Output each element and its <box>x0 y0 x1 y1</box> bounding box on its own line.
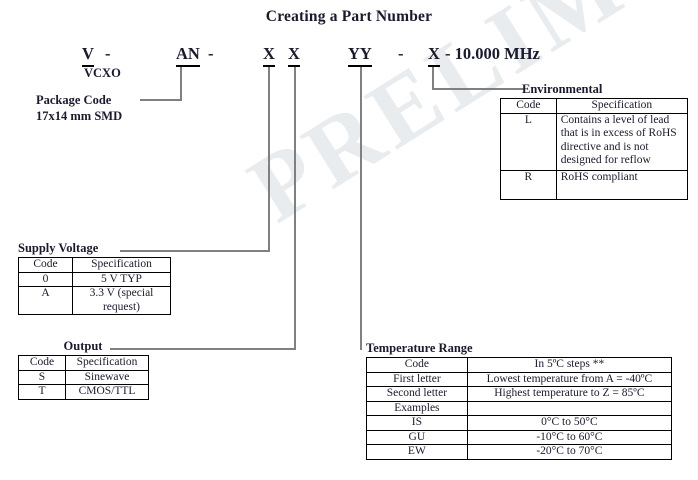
leader-supply-vertical <box>268 66 270 251</box>
temp-row3-spec: 0°C to 50°C <box>466 415 673 431</box>
package-code-label: Package Code <box>36 93 112 107</box>
pn-dash1: - <box>105 44 111 63</box>
table-row: IS 0°C to 50°C <box>366 415 673 431</box>
leader-supply-caption-rule <box>120 250 232 252</box>
temperature-range-caption: Temperature Range <box>366 341 473 355</box>
table-row: Examples <box>366 400 673 416</box>
sv-header-code: Code <box>18 257 73 273</box>
sv-header-spec: Specification <box>72 257 171 273</box>
supply-voltage-block: Supply Voltage Code Specification 0 5 V … <box>18 241 174 315</box>
vcxo-label: VCXO <box>84 66 121 80</box>
temp-row1-code: Second letter <box>366 386 468 402</box>
sv-row1-spec: 3.3 V (special request) <box>72 286 171 315</box>
leader-output-vertical <box>294 66 296 349</box>
leader-package-horizontal <box>140 99 182 101</box>
table-header-row: Code In 5ºC steps ** <box>366 357 673 373</box>
table-row: T CMOS/TTL <box>18 384 149 400</box>
env-header-code: Code <box>500 98 557 114</box>
out-row0-spec: Sinewave <box>65 369 149 385</box>
supply-voltage-caption: Supply Voltage <box>18 241 99 255</box>
temp-header-code: Code <box>366 357 468 373</box>
temp-row0-spec: Lowest temperature from A = -40ºC <box>466 371 673 387</box>
table-header-row: Code Specification <box>18 257 171 273</box>
pn-output_code: X <box>288 44 300 67</box>
table-row: 0 5 V TYP <box>18 271 171 287</box>
environmental-table: Code Specification L Contains a level of… <box>500 98 689 200</box>
leader-package-vertical <box>180 66 182 100</box>
pn-package_code: AN <box>176 44 200 67</box>
temp-row2-spec <box>466 400 673 416</box>
table-row: First letter Lowest temperature from A =… <box>366 371 673 387</box>
environmental-block: Environmental Code Specification L Conta… <box>500 82 689 200</box>
supply-voltage-table: Code Specification 0 5 V TYP A 3.3 V (sp… <box>18 257 171 315</box>
table-row: EW -20°C to 70°C <box>366 444 673 460</box>
env-row1-spec: RoHS compliant <box>555 169 689 200</box>
env-header-spec: Specification <box>555 98 689 114</box>
pn-dash3: - <box>398 44 404 63</box>
env-row0-spec: Contains a level of lead that is in exce… <box>555 112 689 171</box>
table-header-row: Code Specification <box>18 355 149 371</box>
table-header-row: Code Specification <box>500 98 689 114</box>
temperature-range-block: Temperature Range Code In 5ºC steps ** F… <box>366 341 673 460</box>
pn-dash2: - <box>208 44 214 63</box>
env-row0-code: L <box>500 112 557 171</box>
leader-environmental-vertical <box>432 66 434 90</box>
temp-row5-spec: -20°C to 70°C <box>466 444 673 460</box>
pn-vcxo_code: V <box>82 44 94 67</box>
temp-row5-code: EW <box>366 444 468 460</box>
temp-row0-code: First letter <box>366 371 468 387</box>
table-row: R RoHS compliant <box>500 169 689 200</box>
out-row1-code: T <box>18 384 66 400</box>
temperature-range-table: Code In 5ºC steps ** First letter Lowest… <box>366 357 673 460</box>
temp-row2-code: Examples <box>366 400 468 416</box>
out-header-spec: Specification <box>65 355 149 371</box>
sv-row0-code: 0 <box>18 271 73 287</box>
temp-row1-spec: Highest temperature to Z = 85ºC <box>466 386 673 402</box>
temp-row4-code: GU <box>366 429 468 445</box>
output-table: Code Specification S Sinewave T CMOS/TTL <box>18 355 149 400</box>
page-title: Creating a Part Number <box>265 8 433 25</box>
sv-row1-code: A <box>18 286 73 315</box>
pn-frequency: - 10.000 MHz <box>445 44 540 63</box>
pn-temp_code: YY <box>348 44 372 67</box>
temp-row4-spec: -10°C to 60°C <box>466 429 673 445</box>
environmental-caption: Environmental <box>522 82 603 96</box>
leader-output-horizontal <box>148 348 296 350</box>
table-row: Second letter Highest temperature to Z =… <box>366 386 673 402</box>
package-size-label: 17x14 mm SMD <box>36 109 123 123</box>
sv-row0-spec: 5 V TYP <box>72 271 171 287</box>
leader-output-caption-rule <box>110 348 210 350</box>
leader-temperature-vertical <box>360 66 362 350</box>
table-row: GU -10°C to 60°C <box>366 429 673 445</box>
out-header-code: Code <box>18 355 66 371</box>
pn-supply_code: X <box>263 44 275 67</box>
out-row1-spec: CMOS/TTL <box>65 384 149 400</box>
table-row: A 3.3 V (special request) <box>18 286 171 315</box>
pn-env_code: X <box>428 44 440 67</box>
table-row: S Sinewave <box>18 369 149 385</box>
temp-header-steps: In 5ºC steps ** <box>466 357 673 373</box>
leader-environmental-horizontal <box>432 88 524 90</box>
table-row: L Contains a level of lead that is in ex… <box>500 112 689 171</box>
temp-row3-code: IS <box>366 415 468 431</box>
output-block: Output Code Specification S Sinewave T C… <box>18 339 160 400</box>
out-row0-code: S <box>18 369 66 385</box>
output-caption: Output <box>63 339 103 353</box>
env-row1-code: R <box>500 169 557 200</box>
